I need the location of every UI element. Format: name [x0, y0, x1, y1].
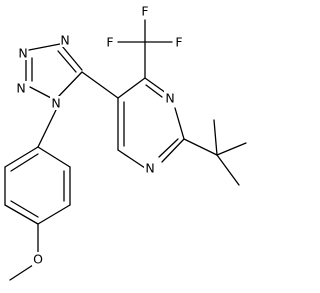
bond-tbu-me-right — [216, 142, 247, 156]
atom-pyrimidine-n-lower: N — [144, 161, 156, 176]
bond-tbu-me-up — [213, 119, 218, 156]
f-right-label: F — [175, 35, 182, 50]
bond-oxygen-methyl — [9, 264, 34, 281]
bond-c5-n4 — [61, 45, 83, 71]
bond-ph-c3-c4 — [37, 204, 71, 225]
bond-n1-c5 — [57, 71, 83, 98]
bond-c4-n3-double — [145, 84, 163, 98]
bond-c5-n4-double — [57, 50, 77, 73]
ether-oxygen-label: O — [33, 252, 43, 267]
bond-c4-n3 — [144, 77, 167, 94]
molecule-drawing: N N N N N N F F — [4, 4, 247, 281]
atom-tetrazole-n4: N — [60, 33, 71, 48]
bonds — [4, 19, 247, 281]
bond-c2-tbu — [183, 138, 218, 156]
bond-c2-n1 — [161, 138, 185, 163]
atom-f-left: F — [105, 35, 115, 50]
bond-n4-n3 — [28, 43, 61, 51]
atom-tetrazole-n1: N — [50, 96, 61, 111]
bond-c5-pyrimidine — [81, 71, 119, 99]
f-top-label: F — [141, 4, 148, 19]
bond-c5p-c4 — [117, 77, 146, 99]
bond-n3-c2 — [174, 107, 185, 140]
bond-n1-c6 — [117, 149, 146, 169]
pyrimidine-n-lower-label: N — [145, 161, 154, 176]
bond-ph-c1-c2 — [37, 146, 71, 168]
atom-labels: N N N N N N F F — [16, 4, 184, 267]
tetrazole-n1-label: N — [51, 96, 60, 111]
structure-diagram: N N N N N N F F — [4, 4, 247, 281]
pyrimidine-n-upper-label: N — [165, 91, 174, 106]
bond-ph-c6-c1 — [4, 146, 39, 168]
bond-n1-phenyl — [37, 109, 57, 148]
f-left-label: F — [106, 35, 113, 50]
atom-f-right: F — [174, 35, 184, 50]
tetrazole-n3-label: N — [18, 46, 27, 61]
atom-f-top: F — [140, 4, 150, 19]
atom-tetrazole-n2: N — [16, 81, 27, 96]
bond-n2-n1 — [29, 86, 54, 100]
tetrazole-n2-label: N — [16, 81, 25, 96]
bond-ph-c4-c5-inner — [10, 200, 39, 218]
bond-tbu-me-down — [216, 154, 240, 186]
bond-ph-c6-c1-inner — [10, 153, 39, 172]
atom-pyrimidine-n-upper: N — [164, 91, 176, 106]
bond-ph-c4-c5 — [4, 204, 39, 225]
atom-tetrazole-n3: N — [17, 46, 28, 61]
bond-c2-n1-double — [158, 138, 179, 158]
tetrazole-n4-label: N — [60, 33, 69, 48]
atom-ether-oxygen: O — [32, 252, 44, 267]
